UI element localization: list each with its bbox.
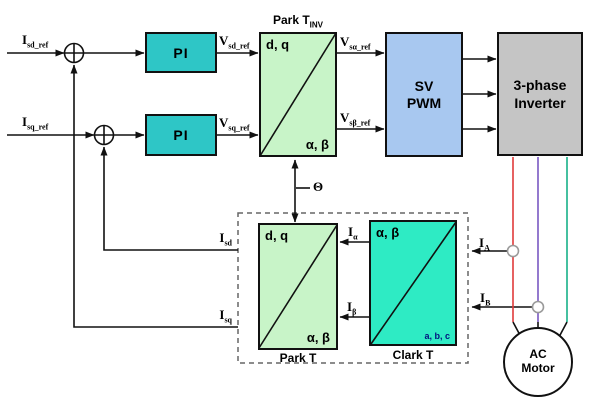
label-i-b: IB [480,290,490,308]
label-v-sbeta-ref-main: V [340,110,350,125]
park-caption: Park T [279,351,317,365]
park-alphabeta-label: α, β [306,330,330,345]
inverter-line1: 3-phase [513,77,567,93]
label-v-sbeta-ref: Vsβ_ref [340,110,370,128]
three-phase-inverter-block: 3-phase Inverter [497,32,583,156]
label-i-sq: Isq [200,307,232,325]
label-theta: Θ [313,179,323,195]
label-i-alpha: Iα [348,224,358,242]
label-i-beta-sub: β [352,307,357,317]
park-dq-label: d, q [265,228,289,243]
inverse-park-dq-label: d, q [266,37,290,52]
label-i-alpha-sub: α [353,232,358,242]
phase-stub-c [558,321,568,338]
label-i-sq-ref: Isq_ref [22,114,48,132]
label-v-sd-ref-sub: sd_ref [228,41,250,51]
pi-controller-d: PI [145,32,217,73]
park-transform-block: d, q α, β [258,223,338,350]
label-v-sd-ref-main: V [219,33,229,48]
label-v-salpha-ref-sub: sα_ref [349,42,371,52]
label-i-sd-ref-main: I [22,32,28,47]
label-i-sq-sub: sq [224,315,232,325]
label-i-sd-ref-sub: sd_ref [27,40,49,50]
label-i-a: IA [479,235,490,253]
label-i-b-sub: B [485,298,491,308]
sv-pwm-block: SV PWM [385,32,463,157]
summing-junction-q [93,124,115,146]
inverse-park-title-main: Park T [272,13,310,27]
current-sensor-a [506,244,520,258]
label-i-sd-sub: sd [224,238,232,248]
inverse-park-alphabeta-label: α, β [305,137,329,152]
clark-transform-block: α, β a, b, c [369,220,457,346]
inverse-park-title-sub: INV [309,20,324,30]
inverter-label: 3-phase Inverter [514,76,567,112]
sv-pwm-line1: SV [414,77,434,94]
summing-junction-d [63,42,85,64]
label-theta-main: Θ [313,179,324,194]
ac-motor-label: AC Motor [503,347,573,375]
label-v-sd-ref: Vsd_ref [219,33,250,51]
label-i-sd: Isd [200,230,232,248]
label-v-sq-ref-sub: sq_ref [228,123,250,133]
ac-motor-line2: Motor [521,361,555,375]
sv-pwm-line2: PWM [406,94,442,111]
label-v-salpha-ref-main: V [340,34,350,49]
pi-controller-d-label: PI [173,44,189,61]
clark-alphabeta-label: α, β [376,225,400,240]
phase-stub-a [512,321,522,338]
inverter-line2: Inverter [514,95,566,111]
label-i-b-main: I [480,290,486,305]
label-i-sd-ref: Isd_ref [22,32,48,50]
ac-motor-line1: AC [529,347,547,361]
label-v-sq-ref-main: V [219,115,229,130]
inverse-park-title: Park TINV [259,13,337,29]
clark-caption: Clark T [392,348,434,362]
label-i-sq-ref-main: I [22,114,28,129]
inverse-park-transform-block: d, q α, β [259,32,337,157]
current-sensor-b [531,300,545,314]
label-i-sq-ref-sub: sq_ref [27,122,49,132]
label-i-a-sub: A [484,243,490,253]
pi-controller-q: PI [145,114,217,156]
clark-abc-label: a, b, c [424,331,450,341]
label-i-beta: Iβ [347,299,356,317]
label-v-sq-ref: Vsq_ref [219,115,250,133]
sv-pwm-label: SV PWM [407,78,441,112]
label-v-salpha-ref: Vsα_ref [340,34,371,52]
pi-controller-q-label: PI [173,127,189,143]
wire-isq-feedback [70,64,238,328]
label-v-sbeta-ref-sub: sβ_ref [349,118,371,128]
label-i-a-main: I [479,235,485,250]
